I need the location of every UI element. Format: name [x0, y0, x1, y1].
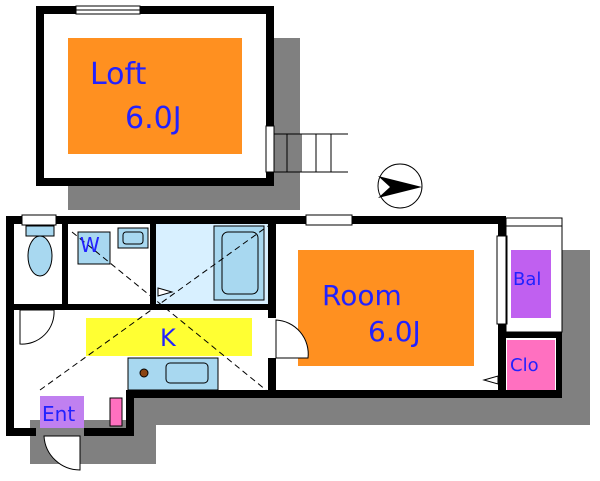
closet-fill — [507, 340, 555, 390]
toilet-tank — [25, 225, 55, 237]
balcony-frame — [505, 217, 563, 333]
door-swings — [19, 287, 499, 471]
closet-door-marker — [482, 375, 499, 385]
closet-label: Clo — [510, 355, 539, 376]
windows — [21, 214, 508, 325]
loft-opening — [265, 125, 275, 173]
room-door — [275, 319, 309, 359]
entrance-fill — [40, 396, 84, 428]
room-fill — [298, 250, 474, 366]
kitchen-sink — [165, 362, 209, 384]
room-size-label: 6.0J — [368, 315, 421, 348]
balcony-label: Bal — [513, 269, 542, 290]
balcony-door — [496, 235, 508, 325]
stove-burner-icon — [139, 368, 149, 378]
toilet-door — [19, 309, 55, 345]
room-window — [305, 214, 353, 226]
entrance-label: Ent — [42, 402, 76, 426]
loft-room-fill — [68, 38, 242, 154]
entrance-door — [43, 435, 81, 471]
toilet-bowl — [27, 235, 53, 277]
balcony-fill — [511, 250, 551, 318]
loft-walls — [36, 6, 274, 186]
toilet-label: W — [80, 233, 100, 257]
loft-label: Loft — [90, 57, 147, 92]
washbasin-bowl — [122, 231, 144, 245]
main-shadow-bottom — [130, 398, 590, 425]
loft-area — [36, 5, 275, 186]
bath-door-marker — [157, 287, 174, 297]
compass-north-arrow-icon — [377, 163, 423, 209]
loft-size-label: 6.0J — [125, 101, 182, 136]
room-label: Room — [322, 279, 402, 312]
loft-ladder — [274, 133, 348, 173]
kitchen-label: K — [160, 324, 176, 352]
bathtub-inner — [221, 231, 259, 295]
main-shadow-right — [560, 250, 590, 425]
shoe-box — [109, 397, 123, 427]
toilet-window — [21, 214, 57, 226]
